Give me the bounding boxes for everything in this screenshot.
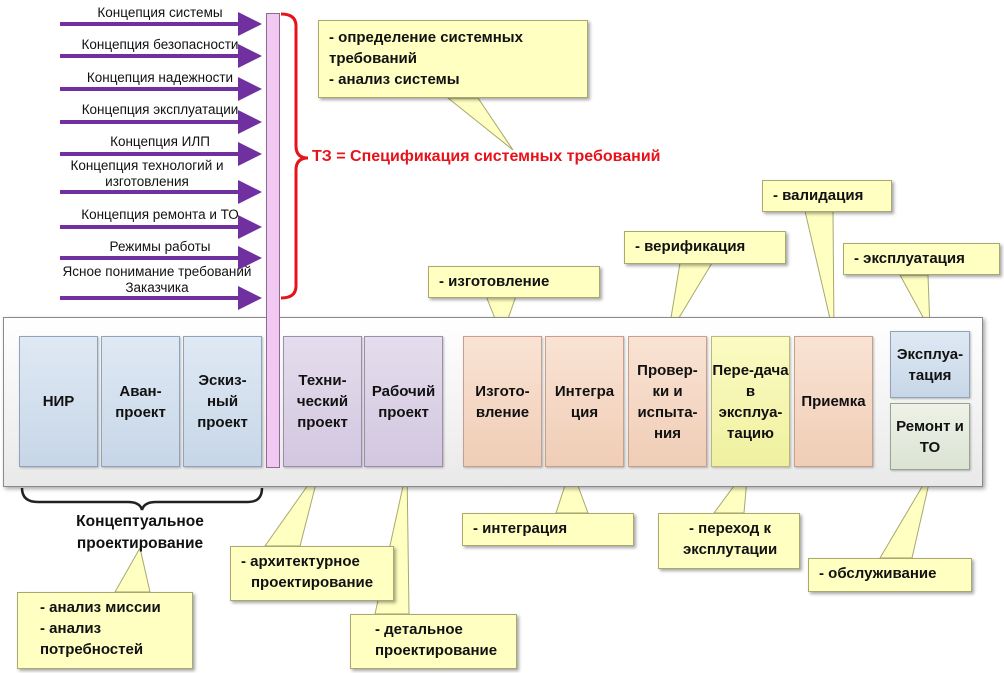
stage-remont: Ремонт и ТО [890,403,970,470]
callout-line: - переход к [689,520,772,537]
callout-line: - анализ миссии [40,599,161,616]
stage-proverki: Провер-ки и испыта-ния [628,336,707,467]
concept-label-security: Концепция безопасности [81,37,239,52]
stage-izgotovlenie: Изгото-вление [463,336,542,467]
concept-label-ilp: Концепция ИЛП [110,134,210,149]
stage-nir: НИР [19,336,98,467]
stage-priemka: Приемка [794,336,873,467]
stage-technical: Техни-ческий проект [283,336,362,467]
concept-label-repair: Концепция ремонта и ТО [81,207,239,222]
callout-line: - анализ [40,620,102,637]
callout-validacia: - валидация [762,180,892,212]
callout-arhitekturnoe: - архитектурное проектирование [230,546,394,601]
concept-label-customer: Ясное понимание требований Заказчика [62,264,252,295]
tz-bar [266,13,280,468]
callout-line: - определение системных требований [329,29,523,67]
callout-line: проектирование [251,574,374,591]
callout-line: эксплутации [683,541,778,558]
stage-integracia: Интегра ция [545,336,624,467]
callout-line: - анализ системы [329,71,460,88]
callout-missia: - анализ миссии - анализ потребностей [17,592,193,669]
concept-arrows [60,12,262,310]
callout-line: потребностей [40,641,144,658]
callout-obsluzhivanie: - обслуживание [808,558,972,592]
conceptual-design-caption: Концептуальное проектирование [76,513,204,552]
tz-brace [280,12,309,300]
callout-perehod: - переход к эксплутации [658,513,800,569]
concept-label-technology: Концепция технологий и изготовления [70,158,224,189]
stage-ekspluatacia: Эксплуа-тация [890,331,970,398]
stage-rabochiy: Рабочий проект [364,336,443,467]
stage-avanproekt: Аван-проект [101,336,180,467]
callout-integracia: - интеграция [462,513,634,546]
callout-detalnoe: - детальное проектирование [350,614,517,669]
stage-peredacha: Пере-дача в эксплуа-тацию [711,336,790,467]
callout-line: проектирование [375,642,498,659]
callout-system-requirements: - определение системных требований - ана… [318,20,588,98]
concept-label-reliability: Концепция надежности [86,70,234,85]
callout-izgotovlenie: - изготовление [428,266,600,298]
callout-line: - детальное [375,621,463,638]
callout-ekspluatacia: - эксплуатация [843,243,1000,275]
stage-eskizny: Эскиз-ный проект [183,336,262,467]
callout-verifikacia: - верификация [624,231,786,264]
tz-label: ТЗ = Спецификация системных требований [312,148,661,165]
callout-line: - архитектурное [241,553,360,570]
concept-label-operation: Концепция эксплуатации [81,102,239,117]
conceptual-bracket [20,487,264,511]
concept-label-modes: Режимы работы [109,239,211,254]
concept-label-system: Концепция системы [97,5,223,20]
